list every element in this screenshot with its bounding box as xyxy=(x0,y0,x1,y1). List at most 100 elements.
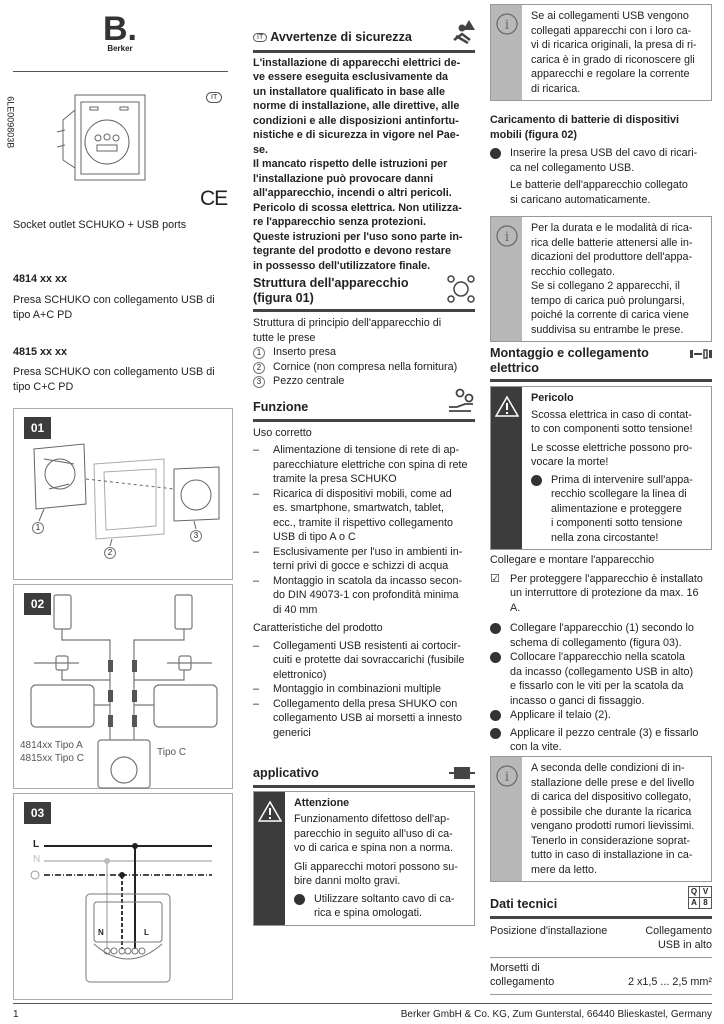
list-item: –Alimentazione di tensione di rete di ap… xyxy=(253,443,475,487)
item-text: Applicare il pezzo centrale (3) e fissar… xyxy=(510,726,699,754)
step-item: Applicare il telaio (2). xyxy=(490,708,712,726)
item-text: Collegamento della presa SHUKO con colle… xyxy=(273,697,463,739)
tech-label: Morsetti di collegamento xyxy=(490,961,555,989)
item-number: 2 xyxy=(253,361,265,374)
info-box: i A seconda delle condizioni di in- stal… xyxy=(490,756,712,882)
item-number: 1 xyxy=(253,347,265,359)
info-icon: i xyxy=(495,225,518,247)
product-image xyxy=(56,94,146,181)
variant-code: 4814 xx xx xyxy=(13,273,68,285)
step-item: Collocare l'apparecchio nella scatola da… xyxy=(490,650,712,708)
danger-text: Le scosse elettriche possono pro- vocare… xyxy=(531,441,693,469)
icon-letter: 8 xyxy=(703,897,708,907)
variant-code: 4815 xx xx xyxy=(13,346,68,358)
warning-title: Attenzione xyxy=(294,796,350,809)
info-text: Per la durata e le modalità di rica- ric… xyxy=(531,222,693,336)
hand-gears-icon xyxy=(449,388,474,412)
section-heading-function: Funzione xyxy=(253,388,475,422)
list-item: –Collegamento della presa SHUKO con coll… xyxy=(253,697,475,741)
item-number: 3 xyxy=(253,376,265,388)
list-item: –Collegamenti USB resistenti ai cortocir… xyxy=(253,639,475,683)
warning-triangle-icon xyxy=(257,800,282,822)
icon-letter: A xyxy=(689,897,700,908)
info-icon: i xyxy=(495,13,518,35)
item-text: Utilizzare soltanto cavo di ca- rica e s… xyxy=(314,892,455,920)
install-steps-section: Collegare e montare l'apparecchio ☑Per p… xyxy=(490,553,712,755)
svg-text:i: i xyxy=(504,770,508,785)
ce-mark: CE xyxy=(200,187,228,210)
language-badge: IT xyxy=(253,33,268,42)
list-item: –Ricarica di dispositivi mobili, come ad… xyxy=(253,487,475,545)
info-section-3: i A seconda delle condizioni di in- stal… xyxy=(490,756,712,882)
step-item: Collegare l'apparecchio (1) secondo lo s… xyxy=(490,621,712,650)
danger-text: Scossa elettrica in caso di contat- to c… xyxy=(531,408,693,436)
page-number: 1 xyxy=(13,1009,19,1020)
header-divider xyxy=(13,71,228,72)
terminal-n-label: N xyxy=(98,928,104,937)
mounting-subheading: Collegare e montare l'apparecchio xyxy=(490,554,655,566)
figure-tag: 03 xyxy=(24,802,51,824)
figure-02: 02 4814xx Tipo A 4815xx Tipo C Tipo C xyxy=(13,584,233,789)
charging-heading: Caricamento di batterie di dispositivi m… xyxy=(490,114,679,141)
list-item: 2 Cornice (non compresa nella fornitura) xyxy=(253,360,475,375)
item-label: Cornice (non compresa nella fornitura) xyxy=(273,360,458,373)
charging-diagram xyxy=(30,594,218,789)
safety-text: L'installazione di apparecchi elettrici … xyxy=(253,56,463,272)
label-4814-type-a: 4814xx Tipo A xyxy=(20,740,83,752)
item-text: Collegamenti USB resistenti ai cortocir-… xyxy=(273,639,465,681)
section-heading-structure: Struttura dell'apparecchio (figura 01) xyxy=(253,275,475,312)
section-heading-application: applicativo xyxy=(253,766,475,788)
charging-section: Caricamento di batterie di dispositivi m… xyxy=(490,113,712,207)
charging-note: Le batterie dell'apparecchio collegato s… xyxy=(510,179,688,206)
info-box: i Per la durata e le modalità di rica- r… xyxy=(490,216,712,342)
list-item: Utilizzare soltanto cavo di ca- rica e s… xyxy=(294,892,468,921)
info-section-1: i Se ai collegamenti USB vengono collega… xyxy=(490,4,712,101)
heading-text: applicativo xyxy=(253,766,319,780)
checkbox-icon: ☑ xyxy=(490,572,500,585)
item-text: Prima di intervenire sull'appa- recchio … xyxy=(551,473,693,544)
berker-logo: B. Berker xyxy=(100,12,140,54)
item-text: Inserire la presa USB del cavo di ricari… xyxy=(510,147,698,174)
product-title: Socket outlet SCHUKO + USB ports xyxy=(13,219,187,231)
danger-title: Pericolo xyxy=(531,392,574,404)
label-type-c: Tipo C xyxy=(157,747,187,759)
structure-section: Struttura dell'apparecchio (figura 01) S… xyxy=(253,275,475,389)
heading-text: Struttura dell'apparecchio (figura 01) xyxy=(253,276,409,305)
item-text: Esclusivamente per l'uso in ambienti in-… xyxy=(273,545,463,573)
mounting-tool-icon xyxy=(690,349,712,359)
figure-tag: 02 xyxy=(24,593,51,615)
section-heading-safety: IT Avvertenze di sicurezza xyxy=(253,19,475,53)
use-label: Uso corretto xyxy=(253,426,312,439)
precondition-item: ☑Per proteggere l'apparecchio è installa… xyxy=(490,572,712,616)
warning-box: Attenzione Funzionamento difettoso dell'… xyxy=(253,790,475,926)
svg-text:i: i xyxy=(504,230,508,245)
item-text: Montaggio in scatola da incasso secon- d… xyxy=(273,574,463,616)
danger-box: Pericolo Scossa elettrica in caso di con… xyxy=(490,386,712,550)
list-item: –Montaggio in scatola da incasso secon- … xyxy=(253,574,475,618)
icon-letter: V xyxy=(700,887,711,898)
step-item: Applicare il pezzo centrale (3) e fissar… xyxy=(490,726,712,755)
exploded-view-drawing xyxy=(33,443,220,547)
safety-section: IT Avvertenze di sicurezza L'installazio… xyxy=(253,19,475,273)
list-item: –Montaggio in combinazioni multiple xyxy=(253,682,475,697)
wiring-diagram xyxy=(30,843,212,983)
mounting-section: Montaggio e collegamento elettrico Peric… xyxy=(490,346,712,550)
line-l-label: L xyxy=(33,839,40,850)
figure-03: 03 L N N L xyxy=(13,793,233,1000)
item-text: Applicare il telaio (2). xyxy=(510,709,611,721)
tech-value: 2 x1,5 ... 2,5 mm² xyxy=(627,976,712,988)
item-text: Alimentazione di tensione di rete di ap-… xyxy=(273,444,468,485)
list-item: Prima di intervenire sull'appa- recchio … xyxy=(531,473,705,546)
logo-text: Berker xyxy=(107,44,133,53)
footer-company: Berker GmbH & Co. KG, Zum Gunterstal, 66… xyxy=(400,1009,712,1020)
heading-text: Dati tecnici xyxy=(490,897,558,911)
list-item: Inserire la presa USB del cavo di ricari… xyxy=(490,146,712,175)
callout-3: 3 xyxy=(190,530,202,542)
variant-description: Presa SCHUKO con collegamento USB di tip… xyxy=(13,294,215,321)
function-section: Funzione Uso corretto –Alimentazione di … xyxy=(253,388,475,741)
figure-01: 01 1 2 3 xyxy=(13,408,233,580)
